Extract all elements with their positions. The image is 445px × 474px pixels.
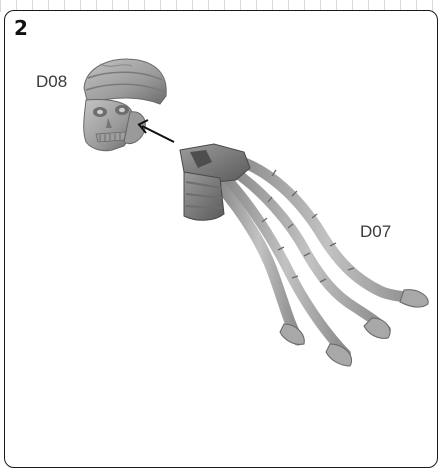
part-label-d08: D08 bbox=[36, 72, 67, 92]
torso-part-d07 bbox=[180, 144, 428, 366]
part-label-d07: D07 bbox=[360, 222, 391, 242]
head-part-d08 bbox=[84, 59, 167, 151]
